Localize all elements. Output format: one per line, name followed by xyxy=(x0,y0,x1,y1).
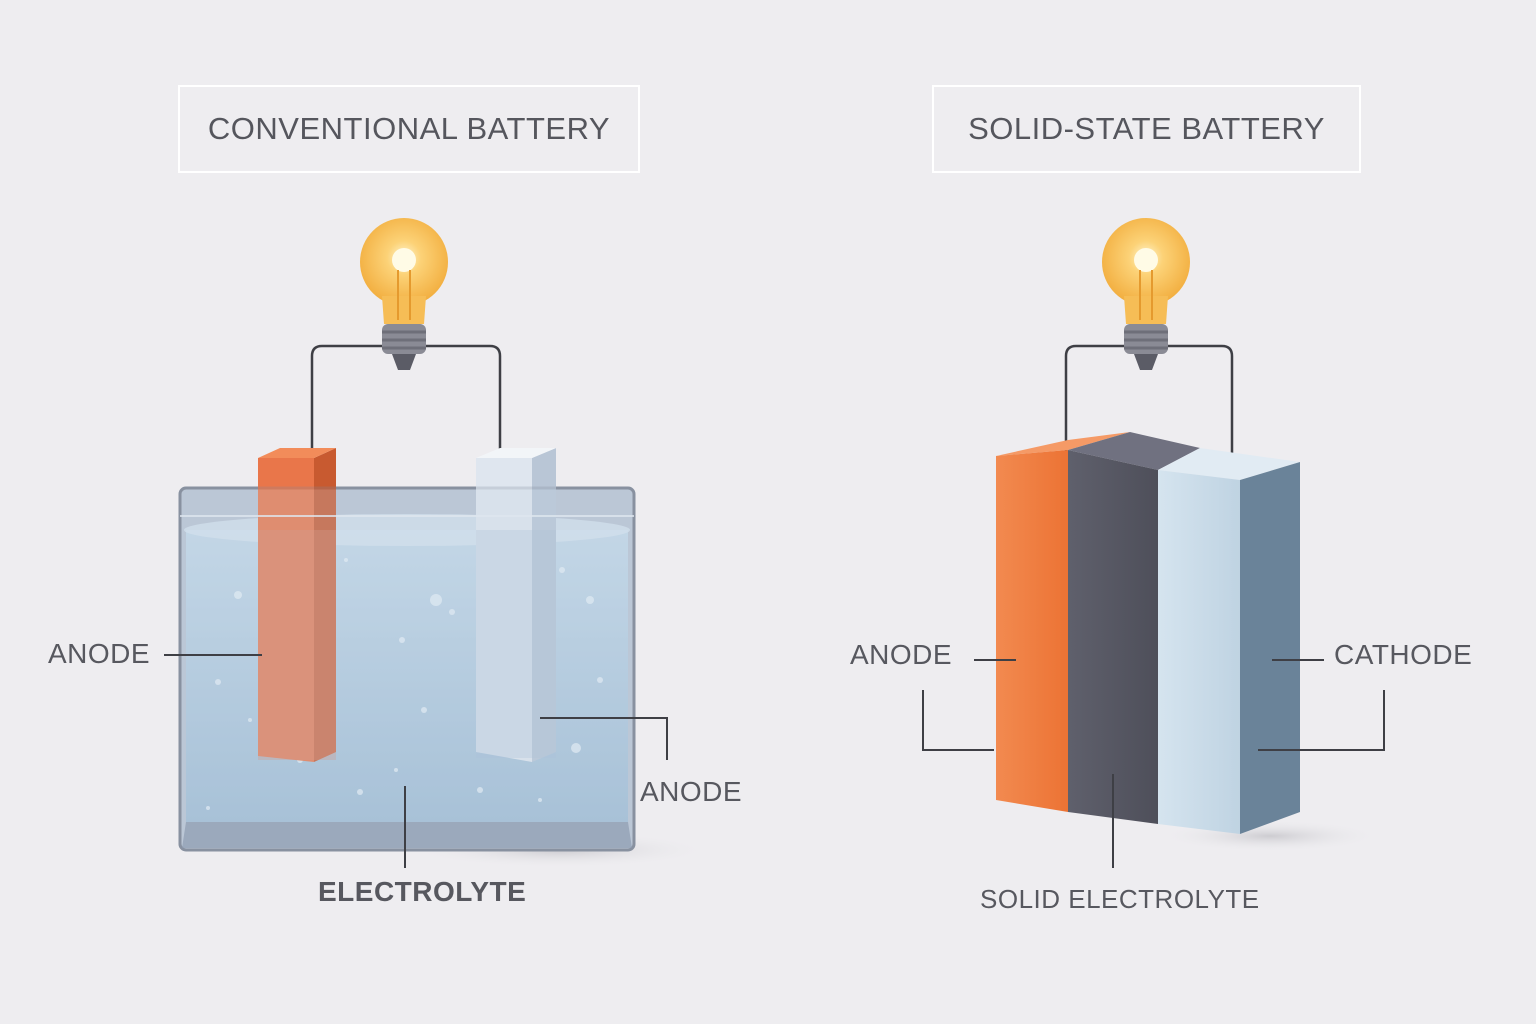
solid-electrolyte-layer xyxy=(1068,450,1158,824)
conventional-title-text: CONVENTIONAL BATTERY xyxy=(207,111,611,146)
anode-top xyxy=(996,432,1130,456)
electrolyte-top xyxy=(1068,432,1200,470)
cathode-side xyxy=(1240,462,1300,834)
label-solid-electrolyte: SOLID ELECTROLYTE xyxy=(980,884,1260,914)
solid-state-battery xyxy=(922,218,1385,868)
solid-state-title: SOLID-STATE BATTERY xyxy=(932,85,1361,173)
bubbles xyxy=(206,558,603,810)
label-right-anode: ANODE xyxy=(640,776,743,807)
label-left-anode: ANODE xyxy=(48,638,151,669)
anode-layer xyxy=(996,450,1068,812)
conventional-battery xyxy=(164,218,710,868)
leader-anode-bracket xyxy=(922,690,994,751)
label-cathode: CATHODE xyxy=(1334,639,1473,670)
light-bulb-icon xyxy=(1102,218,1190,370)
wire-right xyxy=(420,344,502,455)
label-electrolyte: ELECTROLYTE xyxy=(318,876,527,907)
leader-cathode-bracket xyxy=(1258,690,1385,751)
solid-state-title-text: SOLID-STATE BATTERY xyxy=(968,111,1325,146)
left-electrode xyxy=(258,448,336,762)
leader-right-anode xyxy=(540,717,668,760)
wire-left xyxy=(310,344,390,470)
cathode-layer xyxy=(1158,470,1240,834)
tank-bottom xyxy=(182,822,632,848)
cathode-top xyxy=(1158,448,1300,480)
wire-left-solid xyxy=(1064,344,1132,452)
wire-right-solid xyxy=(1162,344,1234,466)
conventional-title: CONVENTIONAL BATTERY xyxy=(178,85,640,173)
right-electrode xyxy=(476,448,556,762)
tank-glass xyxy=(178,486,636,852)
light-bulb-icon xyxy=(360,218,448,370)
label-anode-solid: ANODE xyxy=(850,639,953,670)
